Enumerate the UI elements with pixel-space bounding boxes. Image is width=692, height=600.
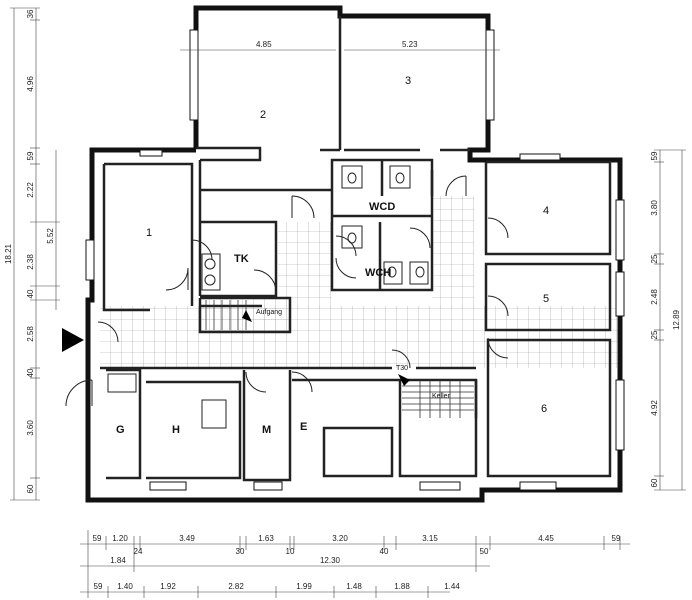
dim-left-value: 4.96	[26, 76, 35, 92]
room-6-label: 6	[541, 403, 547, 415]
room-h-label: H	[172, 424, 180, 436]
dim-right-value: 25	[650, 330, 659, 339]
dim-bottom-row1-small-value: 50	[480, 547, 489, 556]
dim-bottom-row3-value: 1.92	[160, 582, 176, 591]
dimension-values-bottom-row1-small: 24 30 10 40 50	[134, 547, 489, 556]
dim-bottom-row1-small-value: 10	[286, 547, 295, 556]
dim-bottom-row3-value: 1.99	[296, 582, 312, 591]
dim-right-value: 60	[650, 478, 659, 487]
dim-bottom-row3-value: 1.48	[346, 582, 362, 591]
aufgang-arrow-icon	[242, 310, 252, 322]
dim-bottom-row1-value: 59	[612, 534, 621, 543]
tiled-floor	[100, 196, 620, 368]
room-1-label: 1	[146, 227, 152, 239]
interior-walls	[100, 16, 612, 482]
dim-left-value: 2.58	[26, 326, 35, 342]
dimension-lines-bottom	[80, 530, 630, 598]
dim-bottom-row1-value: 1.20	[112, 534, 128, 543]
dim-bottom-row3-value: 59	[94, 582, 103, 591]
room-4-label: 4	[543, 205, 549, 217]
dim-bottom-row1-value: 1.63	[258, 534, 274, 543]
outer-walls	[85, 5, 623, 503]
entrance-arrow-icon	[62, 328, 84, 352]
stair-aufgang-label: Aufgang	[256, 309, 282, 316]
dim-room2-width: 4.85	[256, 40, 272, 49]
dimension-values-bottom-row1: 59 1.20 3.49 1.63 3.20 3.15 4.45 59	[93, 534, 621, 543]
dimension-values-bottom-row2: 1.84 12.30	[110, 556, 340, 565]
dim-left-value: 40	[26, 289, 35, 298]
stair-treads	[205, 300, 474, 418]
room-2-label: 2	[260, 109, 266, 121]
door-swings	[65, 175, 509, 407]
room-wcd-label: WCD	[369, 201, 395, 213]
dim-left-value: 59	[26, 151, 35, 160]
dimension-lines-right	[654, 149, 686, 491]
sanitary-fixtures	[107, 165, 429, 429]
stair-keller-label: Keller	[432, 393, 451, 400]
dim-bottom-row1-value: 3.20	[332, 534, 348, 543]
dim-left-value: 3.60	[26, 420, 35, 436]
dim-left-value: 5.52	[46, 228, 55, 244]
dim-right-value: 4.92	[650, 400, 659, 416]
dim-right-value: 2.48	[650, 289, 659, 305]
room-m-label: M	[262, 424, 271, 436]
room-3-label: 3	[405, 75, 411, 87]
dim-bottom-row1-value: 3.49	[179, 534, 195, 543]
dim-right-total: 12.89	[672, 309, 681, 330]
dim-left-value: 60	[26, 484, 35, 493]
dim-right-value: 59	[650, 151, 659, 160]
dim-bottom-row1-value: 4.45	[538, 534, 554, 543]
dim-left-total: 18.21	[4, 243, 13, 264]
dimension-values-bottom-row3: 59 1.40 1.92 2.82 1.99 1.48 1.88 1.44	[94, 582, 461, 591]
dim-left-value: 36	[26, 9, 35, 18]
dim-room3-width: 5.23	[402, 40, 418, 49]
room-e-label: E	[300, 421, 307, 433]
dim-left-value: 2.22	[26, 182, 35, 198]
dim-bottom-row3-value: 1.40	[117, 582, 133, 591]
dim-bottom-row1-value: 3.15	[422, 534, 438, 543]
windows	[85, 29, 625, 491]
dim-bottom-row2-value: 1.84	[110, 556, 126, 565]
room-tk-label: TK	[234, 253, 249, 265]
dim-right-value: 3.80	[650, 200, 659, 216]
dim-bottom-row3-value: 2.82	[228, 582, 244, 591]
room-wch-label: WCH	[365, 267, 391, 279]
dimension-lines-left	[10, 7, 60, 501]
dim-bottom-row1-value: 59	[93, 534, 102, 543]
dim-bottom-row1-small-value: 30	[236, 547, 245, 556]
dim-bottom-row3-value: 1.44	[444, 582, 460, 591]
dim-right-value: 25	[650, 254, 659, 263]
dimension-values-right: 59 3.80 25 2.48 25 4.92 60	[650, 151, 659, 487]
keller-arrow-icon	[398, 374, 410, 386]
dim-bottom-row1-small-value: 24	[134, 547, 143, 556]
room-5-label: 5	[543, 293, 549, 305]
dim-left-value: 40	[26, 368, 35, 377]
dim-bottom-row1-small-value: 40	[380, 547, 389, 556]
dimension-values-left: 36 4.96 59 2.22 5.52 2.38 40 2.58 40 3.60 60	[26, 9, 55, 493]
dim-left-value: 2.38	[26, 254, 35, 270]
dim-bottom-row2-value: 12.30	[320, 556, 341, 565]
door-t30-label: T30	[396, 365, 408, 372]
room-g-label: G	[116, 424, 125, 436]
dim-bottom-row3-value: 1.88	[394, 582, 410, 591]
